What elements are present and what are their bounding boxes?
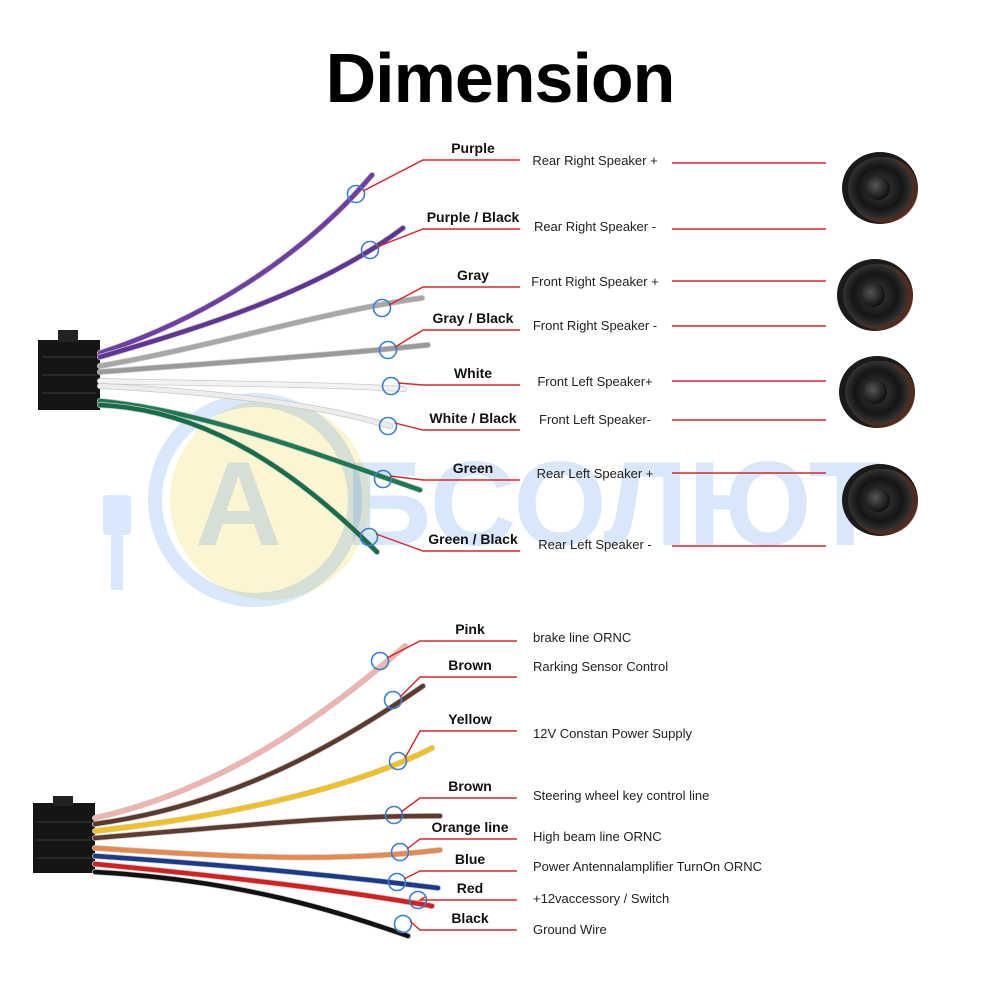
power-wire-outline: [92, 643, 408, 821]
power-wire: [92, 683, 426, 827]
power-wire: [92, 845, 443, 860]
power-wire: [92, 745, 435, 834]
power-wire-name: Red: [457, 880, 483, 896]
power-wire-marker: [390, 842, 410, 862]
speaker-wire-function: Rear Left Speaker +: [537, 466, 654, 481]
power-wire-name: Brown: [448, 657, 492, 673]
power-wire: [92, 869, 411, 939]
speaker-wire: [97, 295, 425, 369]
power-wire-marker: [393, 914, 413, 934]
speaker-wire-leader: [362, 159, 520, 192]
speakers: [837, 152, 918, 536]
speaker-wire-marker: [346, 184, 366, 204]
power-wire-leader: [409, 920, 517, 931]
power-wire-marker: [384, 805, 404, 825]
speaker-wire-outline: [97, 172, 375, 356]
power-wire: [92, 643, 408, 821]
speaker-wire-marker: [378, 340, 398, 360]
speaker-wire: [97, 378, 407, 392]
speaker-wire-name: Green: [453, 460, 493, 476]
speaker-wire-leader: [376, 228, 520, 248]
power-wire-leader: [406, 838, 517, 850]
power-wire-leader: [386, 640, 517, 659]
speaker-wire: [97, 172, 375, 356]
power-wire-name: Brown: [448, 778, 492, 794]
speaker-icon: [839, 356, 915, 428]
speaker-wire-name: White / Black: [429, 410, 516, 426]
power-wire: [92, 861, 435, 909]
speaker-wire: [97, 398, 423, 493]
speaker-icon: [837, 259, 913, 331]
speaker-wire-name: Gray: [457, 267, 489, 283]
speaker-wire-name: Green / Black: [428, 531, 518, 547]
speaker-wire-marker: [359, 527, 379, 547]
power-wire: [92, 853, 441, 891]
usb-plug-icon: [103, 495, 131, 590]
power-wire-leader: [417, 896, 517, 901]
speaker-wire-leader: [394, 329, 520, 348]
power-wire-name: Pink: [455, 621, 485, 637]
speaker-wire-marker: [360, 240, 380, 260]
power-wire-function: Ground Wire: [533, 922, 607, 937]
power-wire-leader: [404, 730, 517, 759]
speaker-wire: [97, 402, 380, 555]
speaker-wire-function: Front Right Speaker -: [533, 318, 657, 333]
power-wire-leader: [403, 870, 517, 880]
power-wire-name: Black: [451, 910, 489, 926]
power-wire-function: High beam line ORNC: [533, 829, 662, 844]
power-wire-name: Orange line: [431, 819, 508, 835]
power-wire: [92, 813, 443, 841]
speaker-wire-function: Rear Right Speaker +: [532, 153, 657, 168]
power-wire-marker: [370, 651, 390, 671]
speaker-wire-name: White: [454, 365, 492, 381]
speaker-wire-leader: [397, 382, 520, 386]
power-wire-marker: [387, 872, 407, 892]
speaker-wire: [97, 225, 406, 360]
power-wire-function: Steering wheel key control line: [533, 788, 709, 803]
power-wire-leader: [399, 676, 517, 698]
speaker-wire-name: Purple / Black: [427, 209, 520, 225]
speaker-wire-function: Rear Left Speaker -: [538, 537, 651, 552]
speaker-wire-function: Front Left Speaker+: [537, 374, 652, 389]
power-wire-marker: [388, 751, 408, 771]
connector-icon: [33, 796, 95, 873]
speaker-wire-leader: [394, 422, 520, 431]
speaker-wire-leader: [389, 475, 520, 481]
watermark-letter: A: [195, 437, 282, 571]
speaker-wire: [97, 383, 393, 429]
speaker-wires: [97, 172, 431, 555]
power-wire-function: Rarking Sensor Control: [533, 659, 668, 674]
speaker-icon: [842, 464, 918, 536]
speaker-icon: [842, 152, 918, 224]
speaker-wire-marker: [372, 298, 392, 318]
power-wire-function: brake line ORNC: [533, 630, 631, 645]
page-title: Dimension: [325, 39, 676, 117]
power-wire-function: +12vaccessory / Switch: [533, 891, 669, 906]
power-wire-name: Blue: [455, 851, 486, 867]
watermark: A БСОЛЮТ: [103, 393, 882, 607]
power-wire-function: 12V Constan Power Supply: [533, 726, 692, 741]
speaker-wire-name: Gray / Black: [433, 310, 514, 326]
power-wires: [92, 643, 443, 939]
power-wire-marker: [383, 690, 403, 710]
connector-icon: [38, 330, 100, 410]
power-wire-leader: [400, 797, 517, 813]
speaker-wire: [97, 342, 431, 375]
watermark-glow: [170, 400, 370, 600]
power-wire-name: Yellow: [448, 711, 492, 727]
speaker-wire-marker: [378, 416, 398, 436]
speaker-wire-function: Front Left Speaker-: [539, 412, 651, 427]
speaker-wire-function: Front Right Speaker +: [531, 274, 659, 289]
speaker-wire-marker: [381, 376, 401, 396]
speaker-wire-leader: [388, 286, 520, 306]
power-wire-function: Power Antennalamplifier TurnOn ORNC: [533, 859, 762, 874]
speaker-wire-marker: [373, 469, 393, 489]
speaker-wire-name: Purple: [451, 140, 495, 156]
speaker-wire-function: Rear Right Speaker -: [534, 219, 656, 234]
speaker-wire-leader: [375, 533, 520, 552]
watermark-text: БСОЛЮТ: [345, 437, 882, 571]
